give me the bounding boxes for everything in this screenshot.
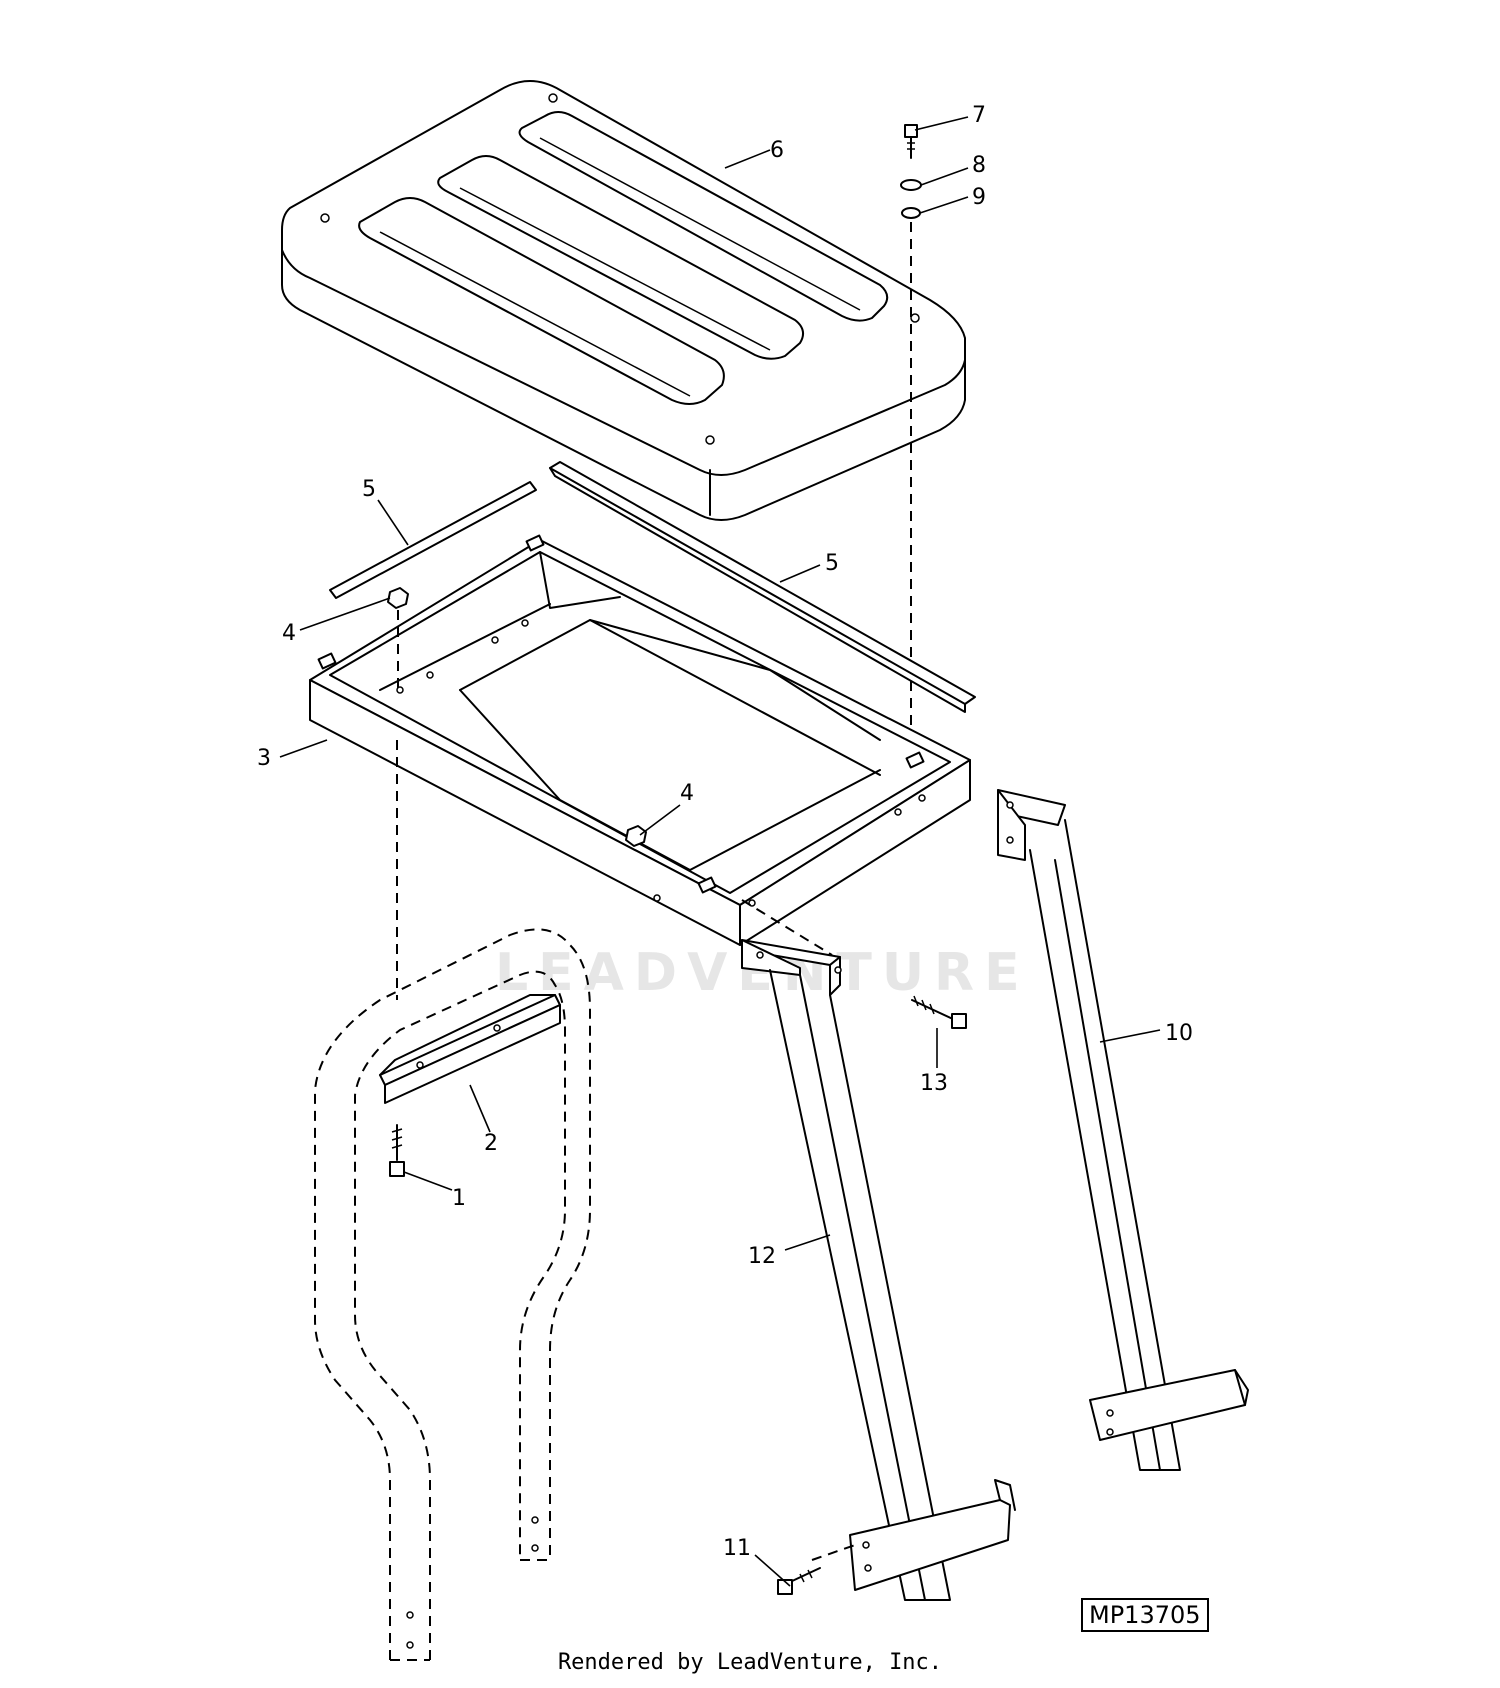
leader-lines [279, 116, 1161, 1587]
bolt-13 [911, 995, 967, 1029]
rear-support-leg [997, 789, 1249, 1471]
callout-6: 6 [770, 138, 784, 163]
nuts [387, 587, 647, 847]
callout-10: 10 [1165, 1021, 1193, 1046]
canopy-frame [309, 534, 971, 1000]
callout-5-left: 5 [362, 477, 376, 502]
weather-strip-left [329, 481, 537, 599]
weather-strip-right [549, 461, 976, 713]
callout-11: 11 [723, 1536, 751, 1561]
bolt-11 [777, 1567, 821, 1595]
screw [389, 1124, 405, 1177]
callout-7: 7 [972, 103, 986, 128]
callout-2: 2 [484, 1131, 498, 1156]
canopy-top [281, 80, 966, 521]
callout-4-upper: 4 [282, 621, 296, 646]
callout-4-lower: 4 [680, 781, 694, 806]
mounting-bracket [379, 994, 561, 1104]
callout-numbers: 7 8 9 6 5 5 4 3 4 2 1 13 10 12 11 [257, 103, 1193, 1561]
callout-9: 9 [972, 185, 986, 210]
render-credit: Rendered by LeadVenture, Inc. [557, 1650, 943, 1675]
callout-13: 13 [920, 1071, 948, 1096]
callout-5-right: 5 [825, 551, 839, 576]
figure-id-label: MP13705 [1081, 1598, 1209, 1632]
callout-12: 12 [748, 1244, 776, 1269]
rops-frame-phantom [314, 928, 591, 1661]
front-support-leg [741, 899, 1016, 1601]
callout-3: 3 [257, 746, 271, 771]
callout-8: 8 [972, 153, 986, 178]
callout-1: 1 [452, 1186, 466, 1211]
